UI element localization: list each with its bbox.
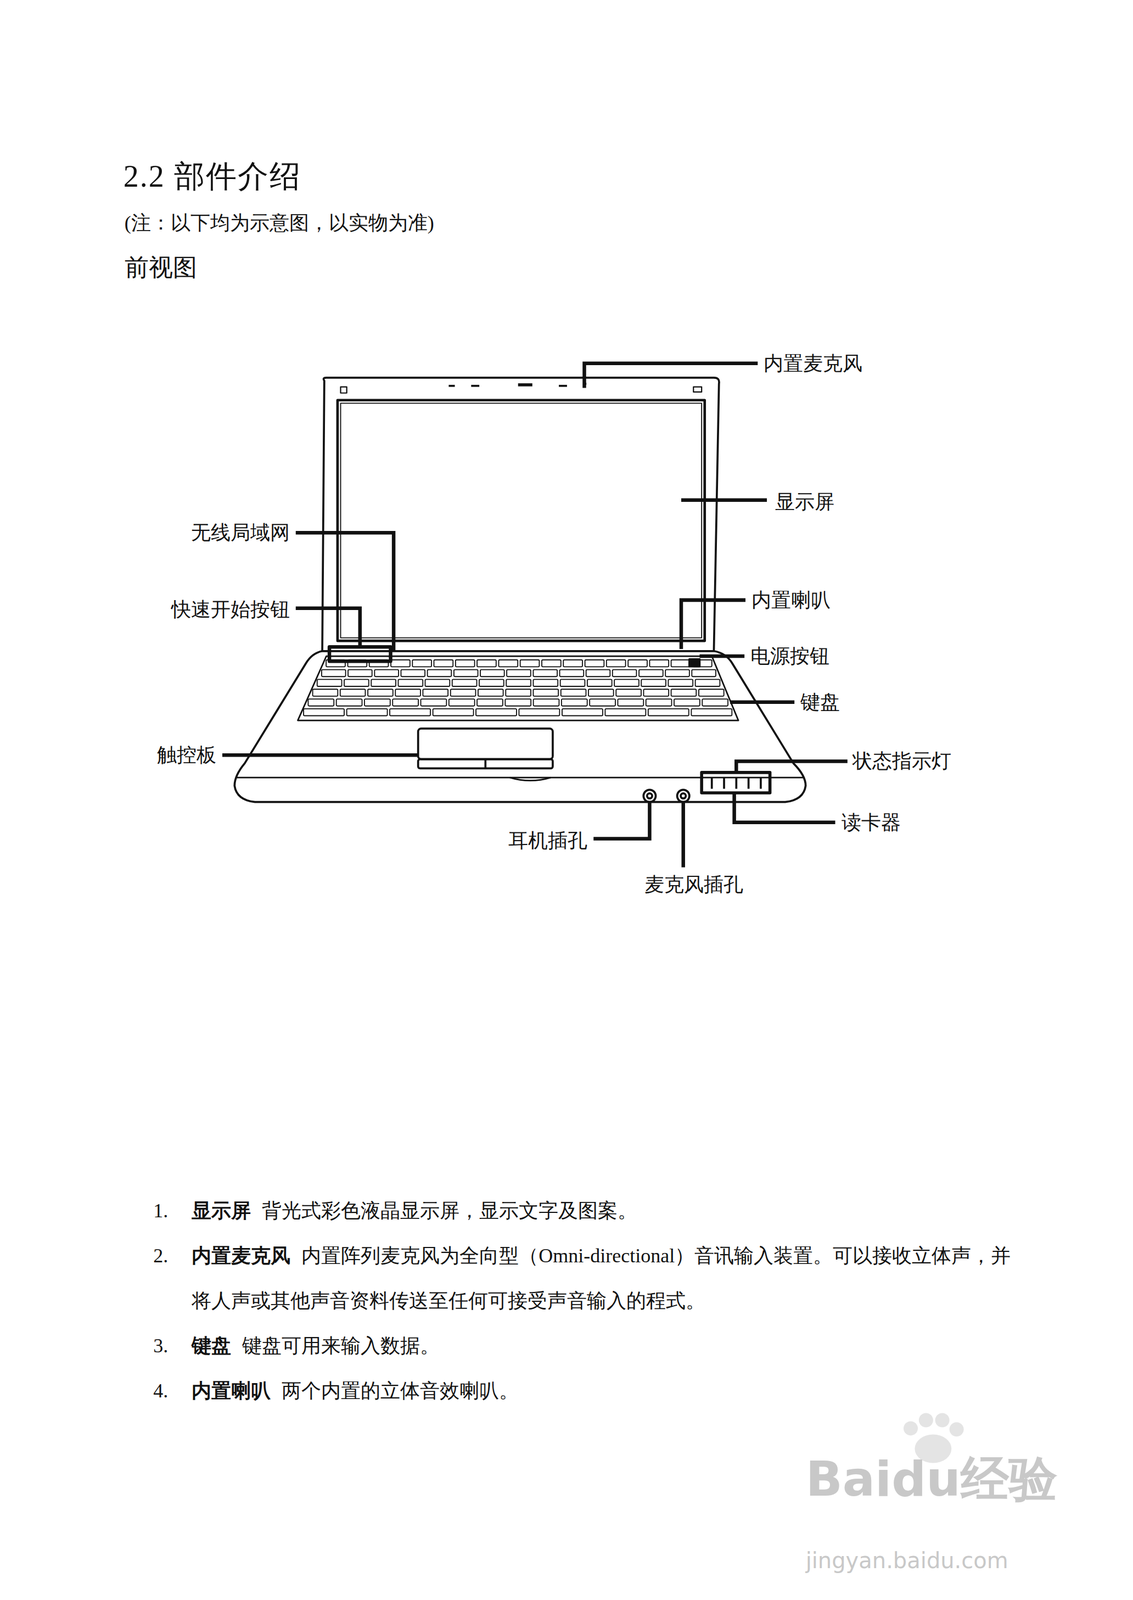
note: (注：以下均为示意图，以实物为准) xyxy=(124,211,435,235)
list-item: 4.内置喇叭两个内置的立体音效喇叭。 xyxy=(191,1367,1025,1413)
list-number: 2. xyxy=(153,1232,168,1278)
list-item: 3.键盘键盘可用来输入数据。 xyxy=(191,1322,1025,1368)
part-description: 键盘可用来输入数据。 xyxy=(242,1334,440,1357)
watermark: Baidu经验 xyxy=(805,1449,1058,1508)
part-description: 背光式彩色液晶显示屏，显示文字及图案。 xyxy=(261,1199,638,1222)
mic-jack xyxy=(677,789,690,802)
list-item: 1.显示屏背光式彩色液晶显示屏，显示文字及图案。 xyxy=(191,1187,1025,1233)
callout-label: 电源按钮 xyxy=(750,643,830,668)
lid-outline xyxy=(322,377,720,652)
callout-label: 快速开始按钮 xyxy=(171,597,290,621)
callout-label: 显示屏 xyxy=(775,489,835,514)
leader-lines xyxy=(222,363,848,868)
list-item: 2.内置麦克风内置阵列麦克风为全向型（Omni-directional）音讯输入… xyxy=(191,1232,1025,1323)
part-term: 内置喇叭 xyxy=(191,1379,271,1402)
status-box xyxy=(701,772,770,793)
callout-label: 无线局域网 xyxy=(191,520,290,544)
part-description: 两个内置的立体音效喇叭。 xyxy=(281,1379,519,1402)
callout-label: 键盘 xyxy=(800,690,840,714)
part-description: 内置阵列麦克风为全向型（Omni-directional）音讯输入装置。可以接收… xyxy=(191,1244,1011,1312)
watermark: jingyan.baidu.com xyxy=(805,1546,1009,1574)
callout-label: 耳机插孔 xyxy=(508,828,588,852)
view-heading: 前视图 xyxy=(124,253,198,283)
part-term: 键盘 xyxy=(191,1334,232,1357)
part-term: 内置麦克风 xyxy=(191,1244,291,1267)
part-term: 显示屏 xyxy=(191,1199,251,1222)
callout-label: 内置麦克风 xyxy=(763,351,863,375)
callout-label: 内置喇叭 xyxy=(751,587,831,612)
callout-label: 状态指示灯 xyxy=(852,748,952,773)
headphone-jack xyxy=(643,789,656,802)
touchpad xyxy=(418,728,553,760)
list-number: 4. xyxy=(153,1367,168,1413)
base-outline xyxy=(234,651,806,802)
callout-label: 读卡器 xyxy=(841,810,901,834)
list-number: 1. xyxy=(153,1187,168,1233)
page-heading: 2.2 部件介绍 xyxy=(123,158,302,195)
callout-label: 麦克风插孔 xyxy=(644,872,744,896)
callout-label: 触控板 xyxy=(156,742,217,767)
list-number: 3. xyxy=(153,1322,168,1368)
